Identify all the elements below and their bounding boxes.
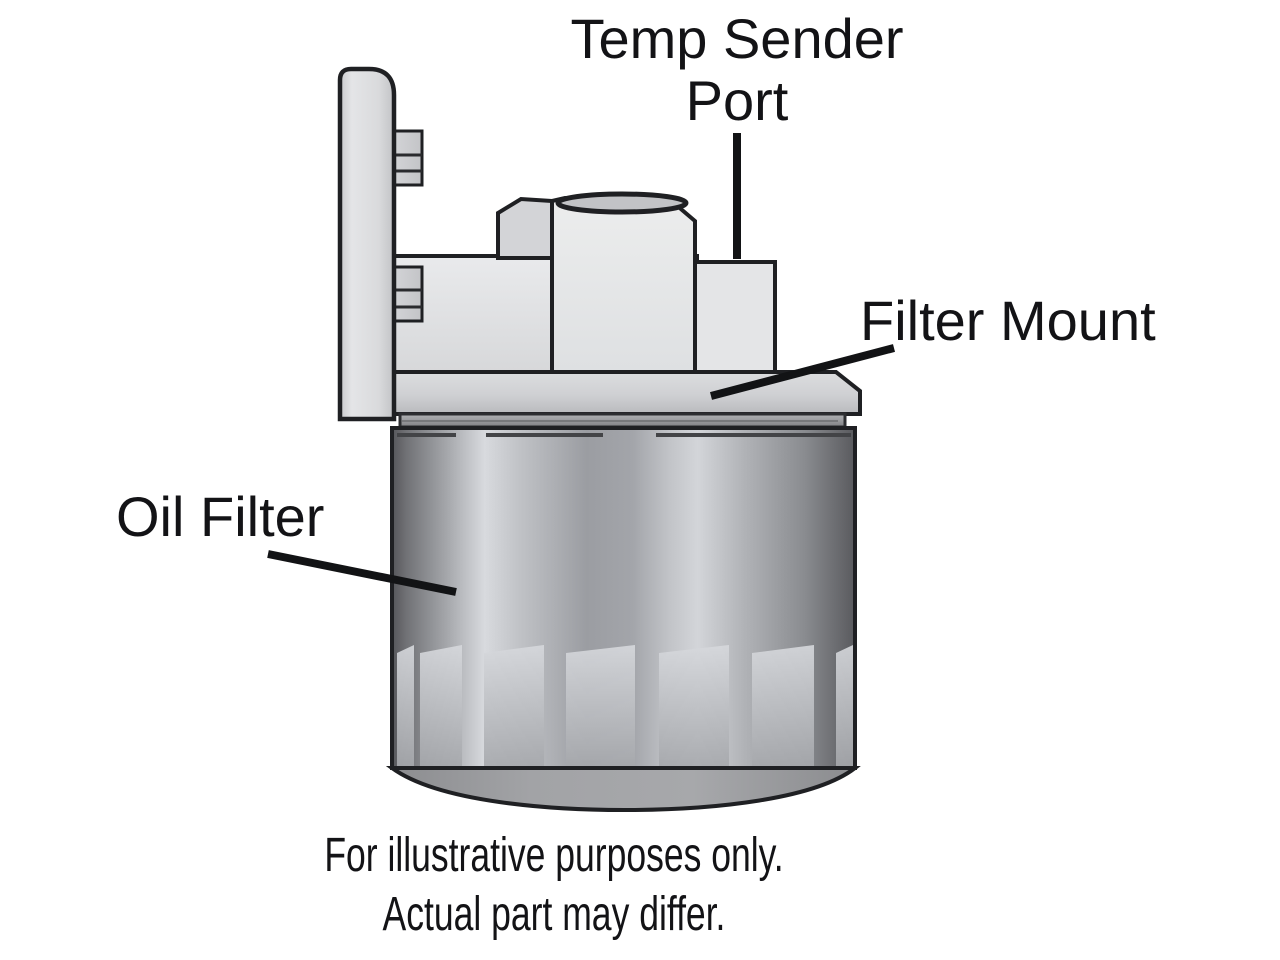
temp-sender-port-label-line2: Port <box>685 69 789 132</box>
mounting-bolt-lower <box>390 265 424 323</box>
hex-fitting <box>496 196 554 260</box>
temp-sender-port-label: Temp Sender Port <box>570 8 903 132</box>
temp-sender-port-boss <box>691 260 777 374</box>
hex-fitting-opening <box>555 191 689 215</box>
filter-mount-label-text: Filter Mount <box>860 289 1156 352</box>
mounting-bolt-upper <box>390 129 424 187</box>
disclaimer-line2: Actual part may differ. <box>382 888 726 941</box>
hex-fitting-facet <box>550 196 697 374</box>
oil-filter-leader-line <box>267 550 457 596</box>
mounting-bracket <box>337 66 397 422</box>
temp-sender-port-label-line1: Temp Sender <box>570 7 904 70</box>
disclaimer-line1: For illustrative purposes only. <box>324 829 784 882</box>
canister-flutes <box>397 645 853 768</box>
oil-filter-label-text: Oil Filter <box>116 485 325 548</box>
filter-mount-leader-line <box>709 344 896 400</box>
base-dome <box>385 766 861 813</box>
oil-filter-label: Oil Filter <box>116 487 324 547</box>
filter-mount-label: Filter Mount <box>860 291 1156 351</box>
disclaimer-text: For illustrative purposes only. Actual p… <box>324 826 783 944</box>
